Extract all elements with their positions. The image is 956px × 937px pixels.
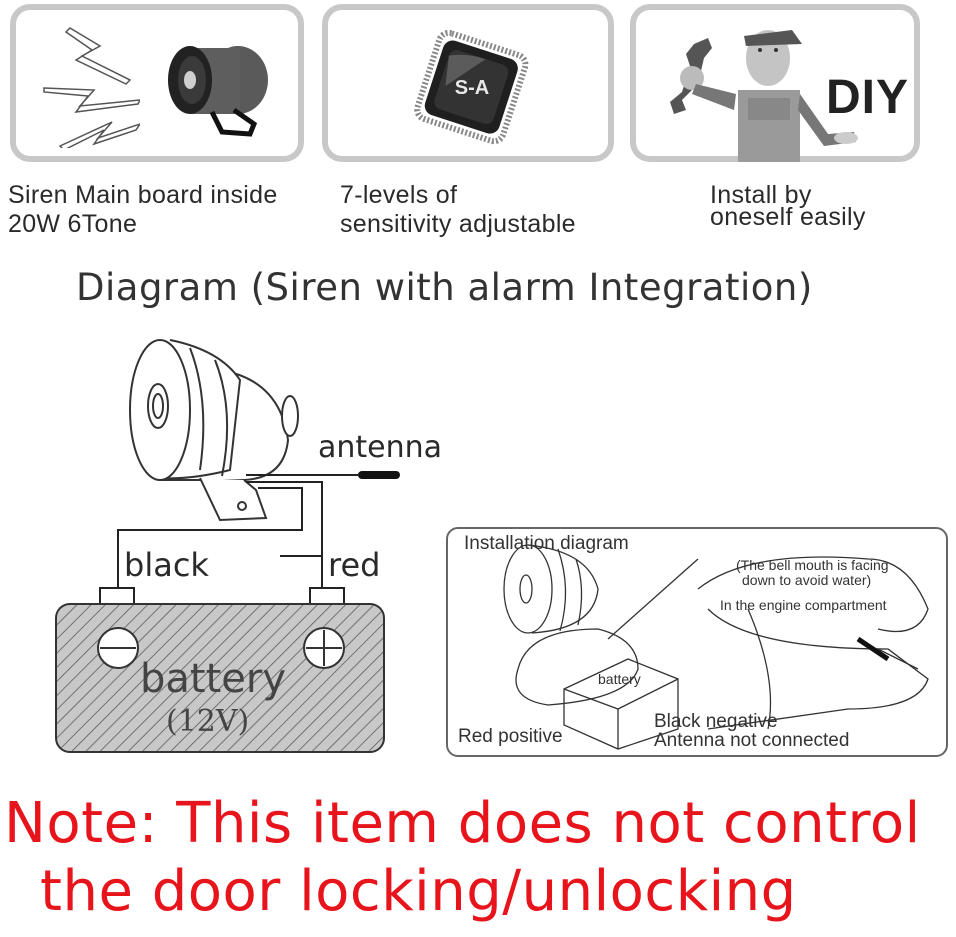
chip-label: S-A — [455, 77, 489, 99]
installation-diagram: Installation diagram (The bell mouth is … — [446, 527, 948, 757]
red-positive-label: Red positive — [458, 726, 563, 747]
diagram-title: Diagram (Siren with alarm Integration) — [76, 266, 813, 309]
car-installation-illustration — [503, 544, 929, 750]
antenna-tip — [358, 471, 400, 479]
wiring-diagram — [55, 339, 400, 753]
engine-compartment-label: In the engine compartment — [720, 597, 887, 613]
feature-card-siren — [10, 4, 304, 162]
bell-mouth-note-line1: (The bell mouth is facing — [736, 557, 889, 573]
note-line-2: the door locking/unlocking — [40, 859, 797, 924]
black-wire-label: black — [124, 546, 209, 584]
feature-card-chip: S-A — [322, 4, 614, 162]
feature-caption-siren: Siren Main board inside 20W 6Tone — [8, 182, 278, 238]
installation-battery-label: battery — [598, 671, 641, 687]
caption-line: sensitivity adjustable — [340, 210, 576, 238]
installation-title: Installation diagram — [464, 533, 629, 554]
caption-line: Install by — [710, 181, 812, 209]
caption-line: 20W 6Tone — [8, 210, 138, 238]
battery-body — [55, 603, 385, 753]
siren-outline-icon — [129, 339, 299, 522]
battery-label: battery — [140, 656, 286, 702]
feature-caption-diy: Install by oneself easily — [710, 181, 866, 231]
diy-badge: DIY — [826, 71, 910, 124]
note-line-1: Note: This item does not control — [4, 791, 921, 856]
caption-line: 7-levels of — [340, 181, 458, 209]
feature-card-diy: DIY — [630, 4, 920, 162]
door-lock-note: Note: This item does not control the doo… — [4, 790, 921, 926]
antenna-not-connected-label: Antenna not connected — [654, 730, 850, 751]
chip-icon: S-A — [414, 29, 529, 145]
siren-horn-icon — [168, 46, 268, 137]
battery-voltage-label: (12V) — [166, 704, 250, 739]
antenna-label: antenna — [318, 430, 443, 465]
diy-mechanic-icon — [670, 30, 858, 162]
feature-caption-chip: 7-levels of sensitivity adjustable — [340, 182, 576, 238]
sound-wave-icon — [43, 27, 140, 148]
bell-mouth-note-line2: down to avoid water) — [742, 572, 872, 588]
caption-line: oneself easily — [710, 203, 866, 231]
black-negative-label: Black negative — [654, 711, 778, 732]
red-wire-label: red — [328, 546, 381, 584]
caption-line: Siren Main board inside — [8, 181, 278, 209]
